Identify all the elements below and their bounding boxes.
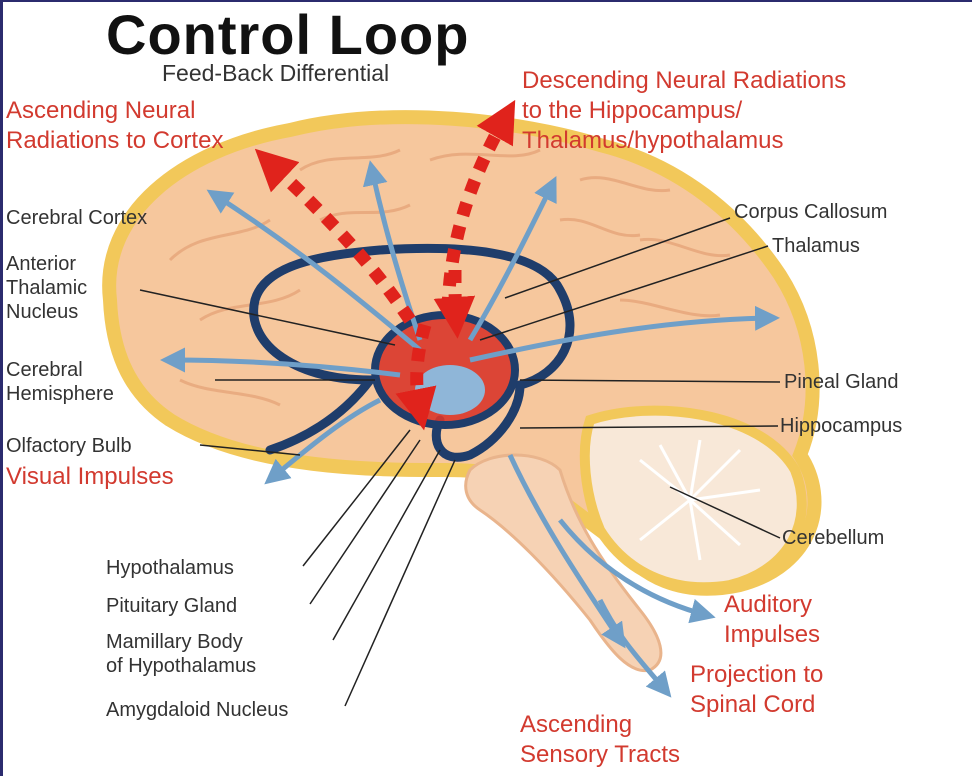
label-hypothalamus: Hypothalamus bbox=[106, 557, 234, 579]
label-cerebellum: Cerebellum bbox=[782, 527, 885, 549]
label-olfactory-bulb: Olfactory Bulb bbox=[6, 435, 132, 457]
label-amygdaloid-nucleus: Amygdaloid Nucleus bbox=[106, 699, 289, 721]
label-cerebral-cortex: Cerebral Cortex bbox=[6, 207, 148, 229]
leader-lines bbox=[139, 217, 781, 707]
limbic-loop bbox=[249, 243, 575, 462]
brainstem bbox=[464, 453, 663, 673]
blue-arrows bbox=[160, 160, 780, 698]
label-corpus-callosum: Corpus Callosum bbox=[734, 201, 888, 223]
label-pineal-gland: Pineal Gland bbox=[784, 371, 899, 393]
label-pituitary-gland: Pituitary Gland bbox=[106, 595, 238, 617]
label-thalamus: Thalamus bbox=[772, 235, 860, 257]
frame-border-top bbox=[0, 0, 972, 2]
label-hippocampus: Hippocampus bbox=[780, 415, 903, 437]
label-visual-impulses: Visual Impulses bbox=[6, 463, 174, 490]
frame-border-left bbox=[0, 0, 3, 776]
cerebellum-shape bbox=[579, 405, 807, 593]
red-arrows bbox=[254, 99, 516, 431]
page-subtitle: Feed-Back Differential bbox=[162, 60, 390, 86]
page-title: Control Loop bbox=[106, 3, 470, 66]
